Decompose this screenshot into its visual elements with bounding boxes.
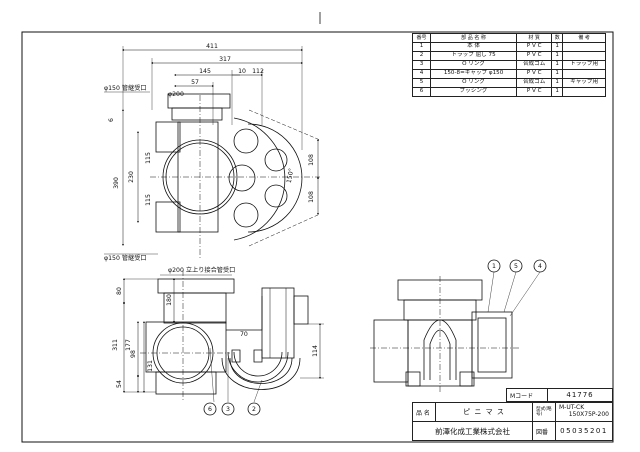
company-name: 前澤化成工業株式会社 xyxy=(412,421,533,441)
cell-name: 本 体 xyxy=(429,42,518,52)
product-name: ピ ニ マ ス xyxy=(435,402,533,422)
cell-material: 合成ゴム xyxy=(516,60,553,70)
callout-5: 5 xyxy=(514,263,518,270)
drawing-border xyxy=(21,31,614,443)
dim-108b: 108 xyxy=(308,191,315,203)
cell-material: P V C xyxy=(516,69,553,79)
header-no: 番号 xyxy=(412,33,431,43)
model-size: 150X75P-200 xyxy=(568,411,609,418)
header-note: 備 考 xyxy=(562,33,606,43)
cell-no: 6 xyxy=(412,87,431,97)
header-qty: 数 xyxy=(551,33,564,43)
table-row: 4 150-8=キャップ φ150 P V C 1 xyxy=(412,69,606,79)
mcode-block: Mコード 41776 xyxy=(506,388,613,402)
cell-name: トラップ 屈し 75 xyxy=(429,51,518,61)
mcode-value: 41776 xyxy=(547,388,613,402)
dim-riser-label: φ200 立上り接合管受口 xyxy=(168,266,235,274)
side-view xyxy=(370,259,547,392)
dim-6: 6 xyxy=(108,118,115,122)
model-code: M-UT-CK xyxy=(559,404,585,412)
parts-table-header: 番号 部 品 名 称 材 質 数 備 考 xyxy=(412,33,606,43)
cell-note xyxy=(562,42,606,52)
cell-name: 150-8=キャップ φ150 xyxy=(429,69,518,79)
cell-material: P V C xyxy=(516,51,553,61)
table-row: 2 トラップ 屈し 75 P V C 1 xyxy=(412,51,606,61)
header-material: 材 質 xyxy=(516,33,553,43)
cell-no: 2 xyxy=(412,51,431,61)
dim-dia200: φ200 xyxy=(168,91,184,98)
dim-80: 80 xyxy=(116,287,123,295)
front-view xyxy=(123,270,324,416)
dim-112: 112 xyxy=(252,68,264,75)
parts-table: 番号 部 品 名 称 材 質 数 備 考 1 本 体 P V C 1 2 トラッ… xyxy=(412,33,606,97)
dim-114: 114 xyxy=(312,345,319,357)
table-row: 1 本 体 P V C 1 xyxy=(412,42,606,52)
top-view-dimensions: 411 317 145 10 112 57 φ200 φ150 管継受口 φ15… xyxy=(104,43,315,262)
dim-311: 311 xyxy=(112,339,119,351)
dim-230: 230 xyxy=(128,171,135,183)
dim-98: 98 xyxy=(130,350,137,358)
cell-material: P V C xyxy=(516,42,553,52)
cell-name: O リング xyxy=(429,60,518,70)
dim-54: 54 xyxy=(116,380,123,388)
cell-name: プッシング xyxy=(429,87,518,97)
cell-no: 1 xyxy=(412,42,431,52)
table-row: 3 O リング 合成ゴム 1 トラップ用 xyxy=(412,60,606,70)
dim-115a: 115 xyxy=(145,152,152,164)
dim-150-deg: 150° xyxy=(285,168,295,184)
callout-3: 3 xyxy=(226,406,230,413)
cell-note: キャップ用 xyxy=(562,78,606,88)
dim-390: 390 xyxy=(113,177,120,189)
cell-material: P V C xyxy=(516,87,553,97)
cell-qty: 1 xyxy=(551,69,564,79)
dim-108a: 108 xyxy=(308,154,315,166)
callout-1: 1 xyxy=(492,263,496,270)
model-value: M-UT-CK 150X75P-200 xyxy=(555,402,613,422)
dim-dia150-bottom: φ150 管継受口 xyxy=(104,254,147,262)
cell-note: トラップ用 xyxy=(562,60,606,70)
dim-57: 57 xyxy=(191,79,199,86)
callout-6: 6 xyxy=(208,406,212,413)
cell-qty: 1 xyxy=(551,51,564,61)
model-label: 型式(略号) xyxy=(532,402,556,422)
dim-411: 411 xyxy=(206,43,218,50)
dim-115b: 115 xyxy=(145,194,152,206)
dim-177: 177 xyxy=(125,339,132,351)
dim-180: 180 xyxy=(166,294,173,306)
cell-material: 合成ゴム xyxy=(516,78,553,88)
cell-no: 3 xyxy=(412,60,431,70)
cell-name: O リング xyxy=(429,78,518,88)
cell-qty: 1 xyxy=(551,87,564,97)
table-row: 6 プッシング P V C 1 xyxy=(412,87,606,97)
cell-note xyxy=(562,51,606,61)
drawing-no-label: 図番 xyxy=(532,421,556,441)
drawing-no: 05035201 xyxy=(555,421,613,441)
dim-70: 70 xyxy=(240,331,248,338)
dim-317: 317 xyxy=(219,56,231,63)
cell-note xyxy=(562,87,606,97)
front-view-dimensions: φ200 立上り接合管受口 80 180 311 177 98 54 131 7… xyxy=(112,266,319,413)
cell-qty: 1 xyxy=(551,60,564,70)
title-block: 品 名 ピ ニ マ ス 型式(略号) M-UT-CK 150X75P-200 前… xyxy=(412,402,613,441)
cell-qty: 1 xyxy=(551,78,564,88)
dim-10: 10 xyxy=(238,68,246,75)
header-name: 部 品 名 称 xyxy=(429,33,518,43)
top-view xyxy=(104,46,321,260)
cell-qty: 1 xyxy=(551,42,564,52)
table-row: 5 O リング 合成ゴム 1 キャップ用 xyxy=(412,78,606,88)
callout-2: 2 xyxy=(252,406,256,413)
side-view-callouts: 1 5 4 xyxy=(492,263,542,270)
dim-131: 131 xyxy=(147,360,154,372)
name-label: 品 名 xyxy=(412,402,436,422)
dim-dia150-top: φ150 管継受口 xyxy=(104,84,147,92)
cell-no: 5 xyxy=(412,78,431,88)
mcode-label: Mコード xyxy=(506,388,548,402)
cell-note xyxy=(562,69,606,79)
dim-145: 145 xyxy=(199,68,211,75)
cell-no: 4 xyxy=(412,69,431,79)
callout-4: 4 xyxy=(538,263,542,270)
